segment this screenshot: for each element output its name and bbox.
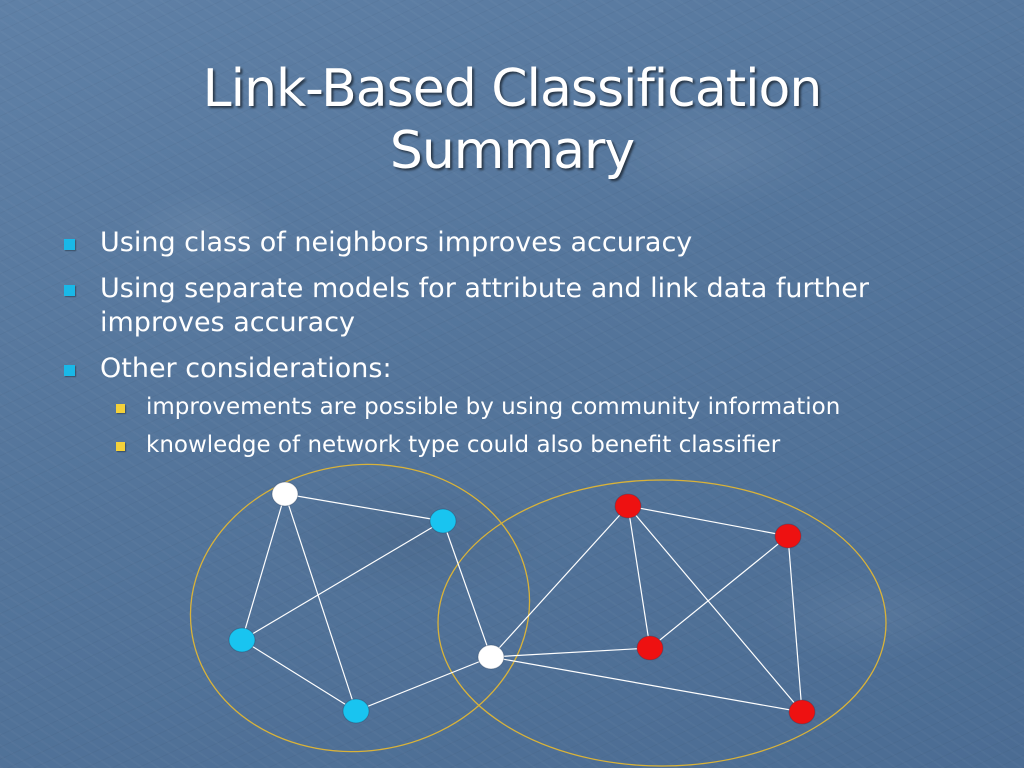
- bullet-list: Using class of neighbors improves accura…: [62, 226, 982, 472]
- graph-node-white: [271, 481, 299, 507]
- graph-edge: [490, 656, 803, 713]
- title-line-1: Link-Based Classification: [202, 59, 823, 119]
- square-bullet-icon: [64, 285, 75, 296]
- graph-edge: [490, 505, 629, 658]
- title-line-2: Summary: [389, 121, 635, 181]
- square-sub-bullet-icon: [116, 404, 125, 413]
- graph-edge: [649, 535, 789, 649]
- bullet-item: Using separate models for attribute and …: [62, 272, 982, 340]
- sub-bullet-item: knowledge of network type could also ben…: [100, 430, 982, 460]
- bullet-text: Other considerations:: [100, 353, 392, 384]
- graph-edge: [241, 493, 286, 641]
- graph-node-cyan: [342, 698, 370, 724]
- graph-edge: [787, 535, 803, 713]
- graph-edge: [490, 647, 651, 658]
- left-community-outline: [189, 463, 531, 753]
- sub-bullet-list: improvements are possible by using commu…: [100, 392, 982, 460]
- square-bullet-icon: [64, 365, 75, 376]
- square-sub-bullet-icon: [116, 442, 125, 451]
- bullet-item: Using class of neighbors improves accura…: [62, 226, 982, 260]
- graph-edge: [284, 493, 357, 712]
- graph-node-white: [477, 644, 505, 670]
- bullet-text: Using class of neighbors improves accura…: [100, 227, 693, 258]
- graph-node-red: [614, 493, 642, 519]
- square-bullet-icon: [64, 239, 75, 250]
- graph-edge: [442, 520, 492, 658]
- graph-node-red: [788, 699, 816, 725]
- sub-bullet-text: knowledge of network type could also ben…: [146, 432, 781, 458]
- graph-edge: [284, 493, 444, 522]
- bullet-item: Other considerations: improvements are p…: [62, 352, 982, 460]
- graph-edge: [241, 520, 444, 641]
- graph-node-red: [774, 523, 802, 549]
- sub-bullet-item: improvements are possible by using commu…: [100, 392, 982, 422]
- graph-node-cyan: [429, 508, 457, 534]
- graph-node-red: [636, 635, 664, 661]
- right-community-outline: [437, 479, 887, 767]
- bullet-text: Using separate models for attribute and …: [100, 273, 869, 338]
- sub-bullet-text: improvements are possible by using commu…: [146, 394, 841, 420]
- graph-edge: [241, 639, 357, 712]
- graph-edge: [627, 505, 789, 537]
- graph-edge: [355, 656, 492, 712]
- graph-node-cyan: [228, 627, 256, 653]
- graph-edge: [627, 505, 651, 649]
- graph-edge: [627, 505, 803, 713]
- slide-title: Link-Based Classification Summary: [0, 58, 1024, 182]
